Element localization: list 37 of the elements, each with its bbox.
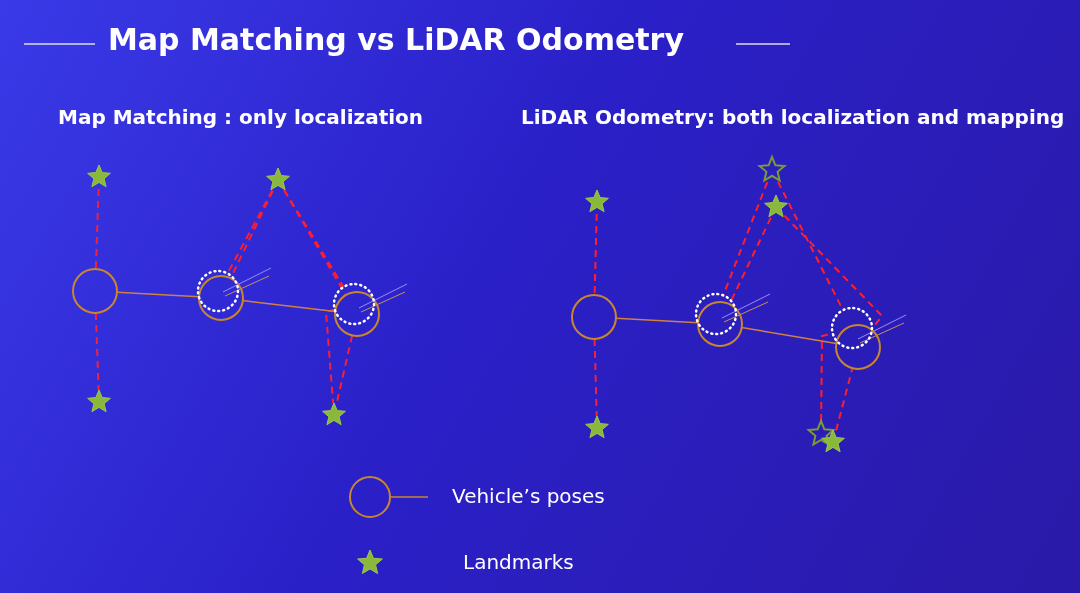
legend-label: Vehicle’s poses (452, 484, 605, 508)
dashed-line (835, 367, 854, 432)
legend-label: Landmarks (463, 550, 574, 574)
landmark-star (322, 402, 346, 426)
trajectory-line (116, 291, 200, 298)
dashed-line (94, 312, 100, 391)
pose-circle (198, 275, 244, 321)
landmark-star (266, 167, 290, 191)
landmark-star (585, 415, 609, 439)
landmark-star (764, 194, 788, 218)
panel-heading: Map Matching : only localization (58, 105, 424, 129)
pose-circle (835, 324, 881, 370)
dashed-line (94, 188, 100, 270)
estimated-pose-circle (694, 292, 738, 336)
dashed-line (593, 338, 598, 417)
landmark-star (87, 164, 111, 188)
estimated-pose-circle (830, 306, 874, 350)
pose-circle (72, 268, 118, 314)
estimated-pose-circle (332, 282, 376, 326)
landmark-outline-star (757, 154, 787, 183)
dashed-line (324, 308, 336, 404)
pose-circle (697, 301, 743, 347)
dashed-line (820, 332, 834, 422)
landmark-outline-star (806, 418, 836, 447)
pose-circle (571, 294, 617, 340)
panel-heading: LiDAR Odometry: both localization and mapping (521, 105, 1065, 129)
landmark-star (585, 189, 609, 213)
landmark-star (821, 429, 845, 453)
dashed-line (593, 213, 598, 296)
dashed-line (722, 181, 769, 297)
trajectory-line (740, 326, 838, 345)
trajectory-line (615, 317, 699, 324)
trajectory-line (242, 299, 336, 313)
estimated-pose-circle (196, 269, 240, 313)
pose-circle (334, 291, 380, 337)
landmark-star (87, 389, 111, 413)
title: Map Matching vs LiDAR Odometry (108, 22, 684, 57)
